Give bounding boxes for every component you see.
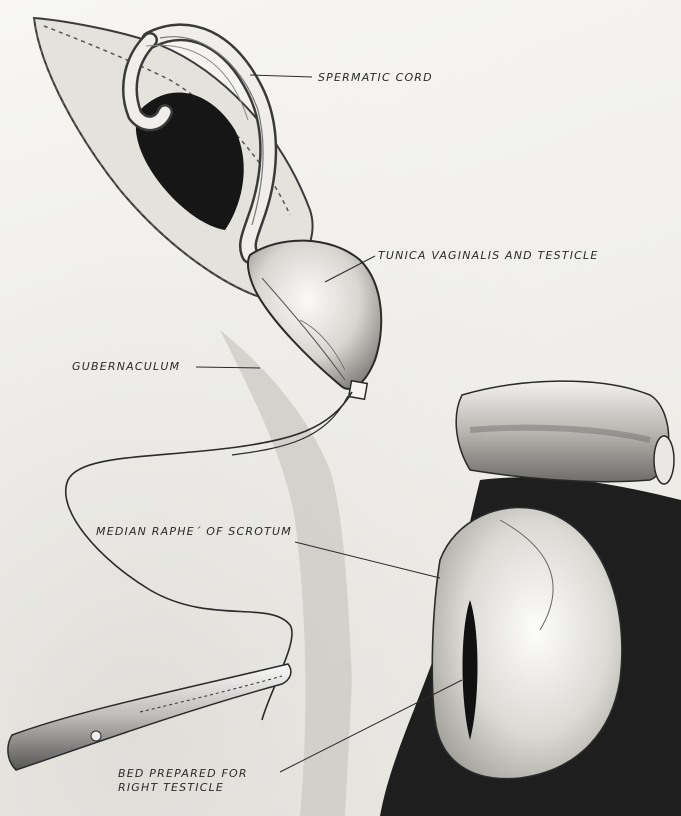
penis-glans <box>654 436 674 484</box>
label-gubernaculum: GUBERNACULUM <box>72 360 180 374</box>
scrotum <box>432 507 622 778</box>
label-spermatic-cord: SPERMATIC CORD <box>318 71 433 85</box>
label-bed-line-2: RIGHT TESTICLE <box>118 781 248 795</box>
needle-eye <box>91 731 101 741</box>
label-median-raphe: MEDIAN RAPHE´ OF SCROTUM <box>96 525 292 539</box>
label-bed-line-1: BED PREPARED FOR <box>118 767 248 781</box>
label-bed-prepared: BED PREPARED FOR RIGHT TESTICLE <box>118 767 248 795</box>
label-tunica-vaginalis: TUNICA VAGINALIS AND TESTICLE <box>378 249 599 263</box>
gubernaculum-stump <box>349 381 368 400</box>
